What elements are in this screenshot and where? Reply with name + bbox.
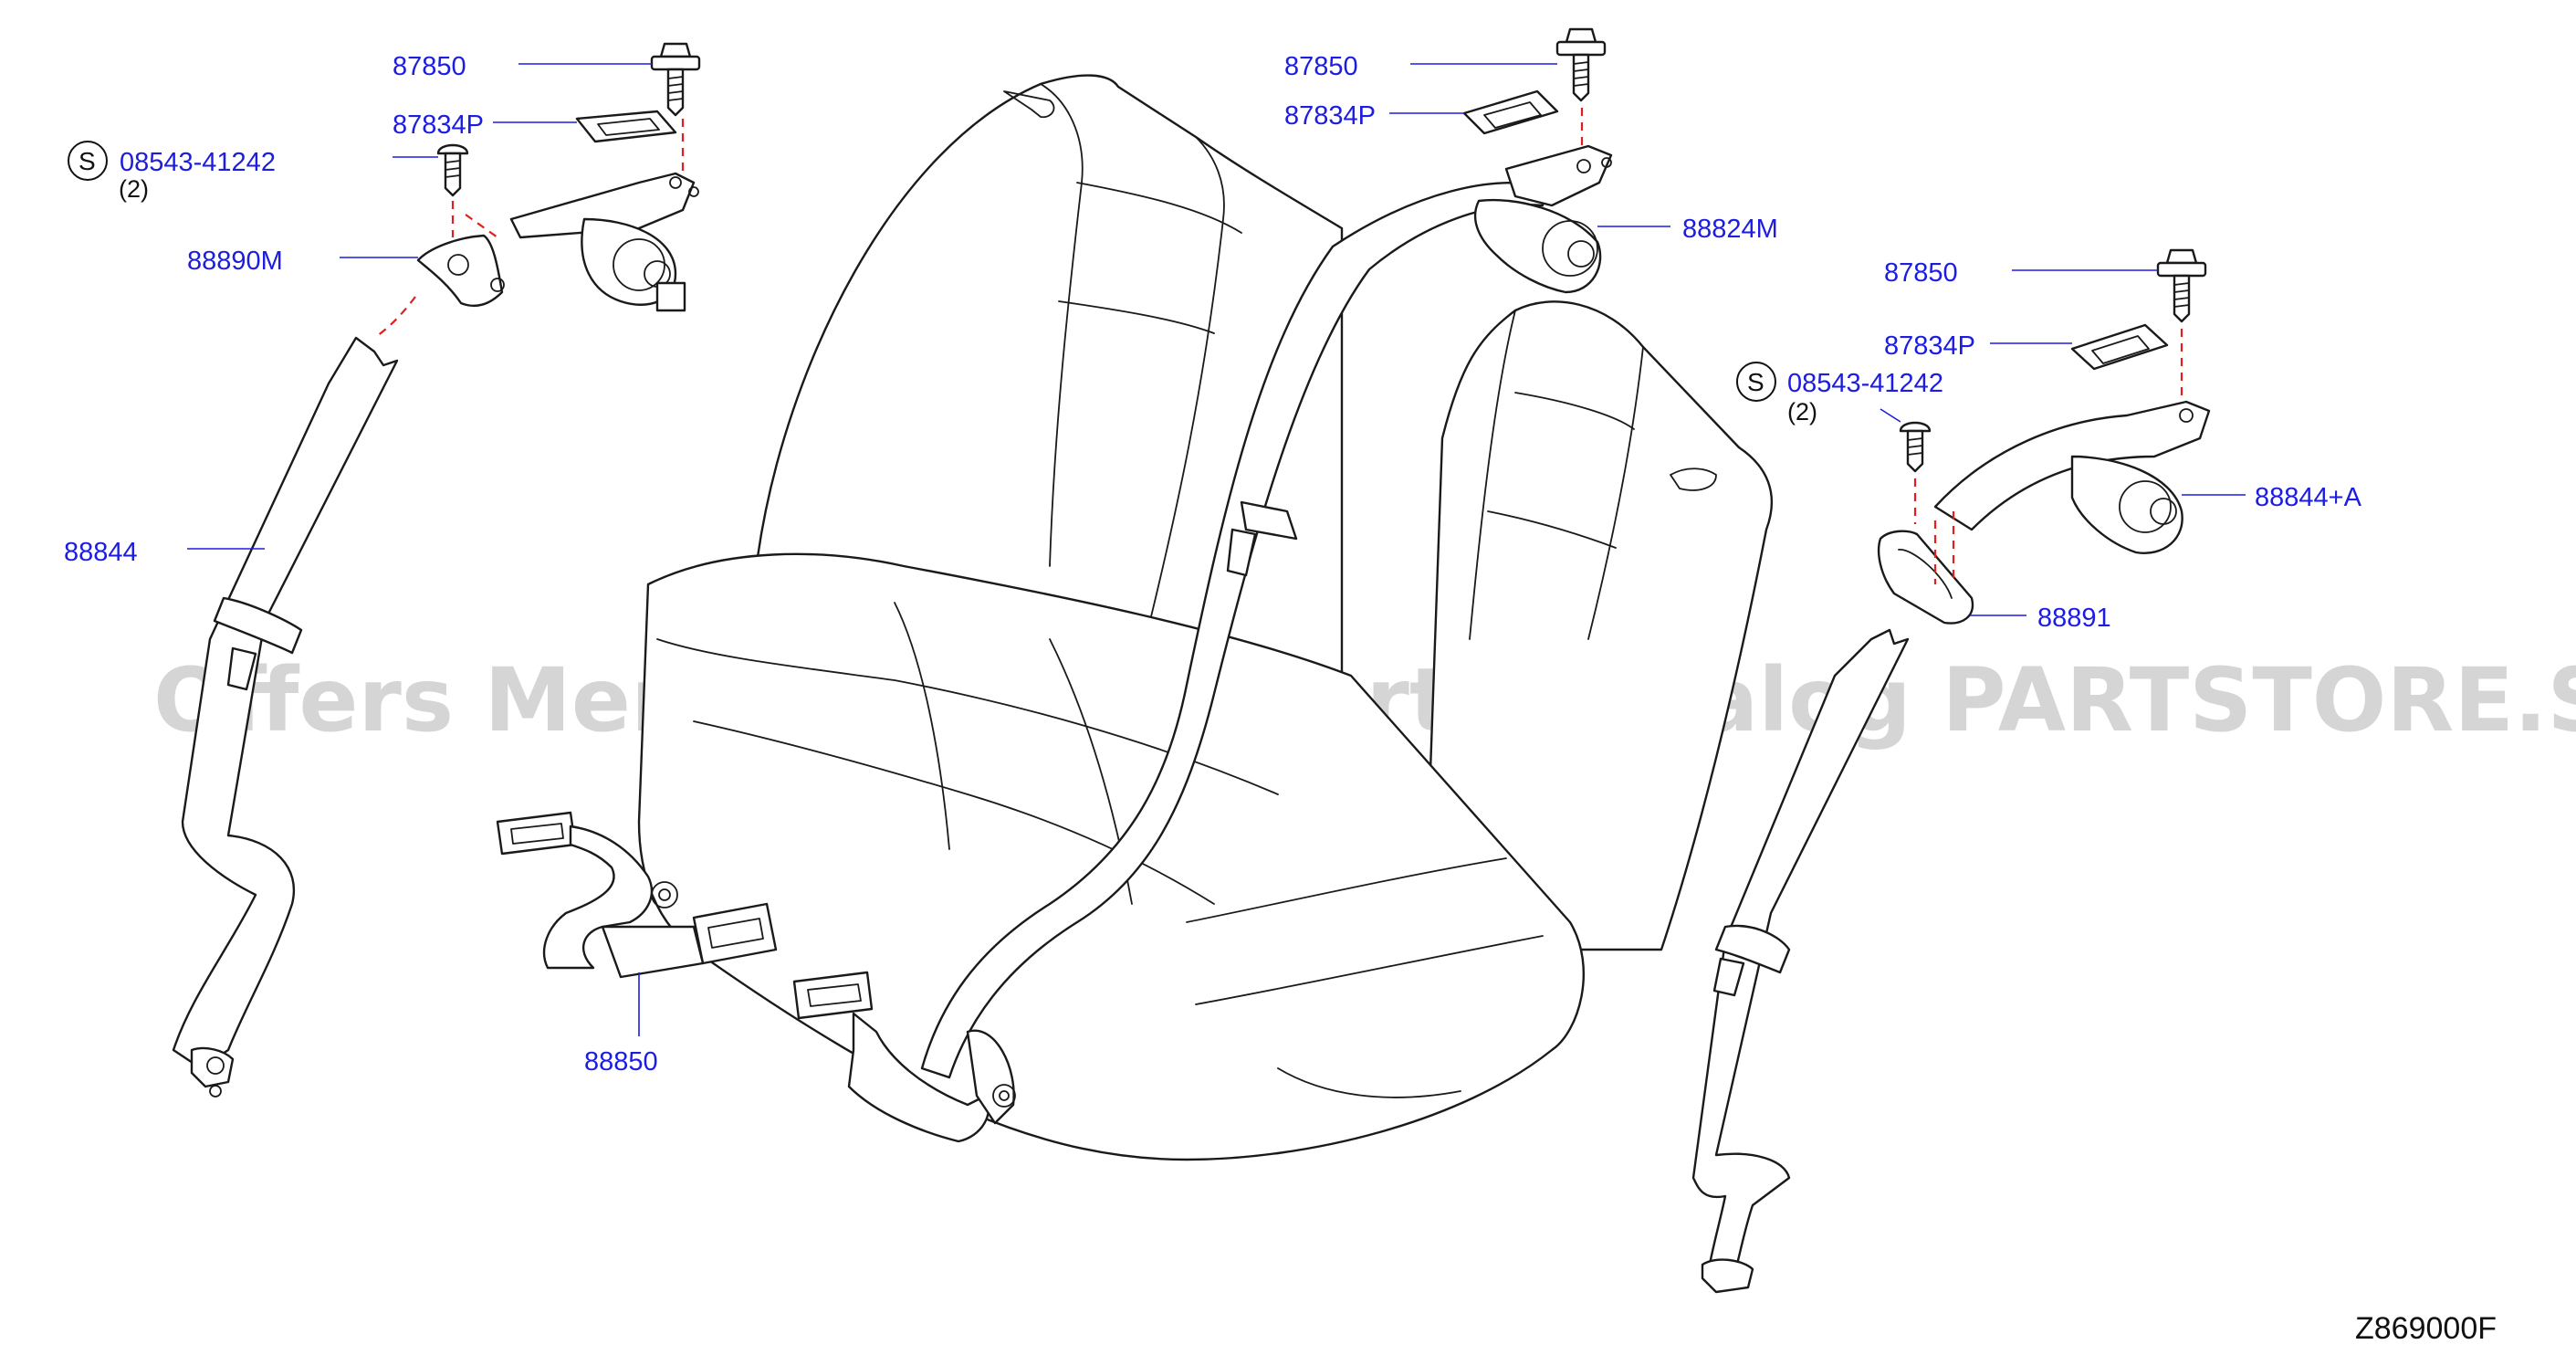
center-retractor-group [1462,27,1613,294]
left-screw [436,143,469,155]
right-retractor-group [1877,248,2211,625]
callout-left-belt: 88844 [64,538,138,567]
right-belt [1691,628,1910,1294]
callout-right-anchor: 88891 [2037,604,2111,633]
callout-left-anchor: 88890M [187,247,283,276]
callout-left-screw: 08543-41242 [120,148,276,177]
left-bolt [659,42,692,58]
left-anchor [416,234,504,307]
callout-center-cover: 87834P [1284,101,1376,131]
callout-left-bolt: 87850 [393,52,466,81]
callout-right-screw: 08543-41242 [1787,369,1943,398]
left-retractor-group [373,42,701,339]
callout-right-screw-qty: (2) [1787,398,1817,425]
callout-center-bolt: 87850 [1284,52,1358,81]
rear-seat-assembly [637,74,1774,1161]
left-service-symbol: S [79,147,96,175]
callout-left-screw-qty: (2) [119,175,149,203]
callout-right-retractor: 88844+A [2255,483,2362,512]
left-service-symbol-circle [68,141,108,181]
right-service-symbol: S [1747,368,1764,396]
callout-left-buckle: 88850 [584,1047,658,1077]
callout-right-cover: 87834P [1884,331,1975,361]
left-cover [575,110,677,143]
callout-right-bolt: 87850 [1884,258,1958,288]
callout-center-retractor: 88824M [1682,215,1778,244]
left-buckle-assembly [496,811,778,979]
right-service-symbol-circle [1736,362,1776,402]
left-belt [172,336,399,1098]
callout-left-cover: 87834P [393,110,484,140]
center-buckle-assembly [792,971,1016,1143]
diagram-code: Z869000F [2355,1311,2497,1346]
